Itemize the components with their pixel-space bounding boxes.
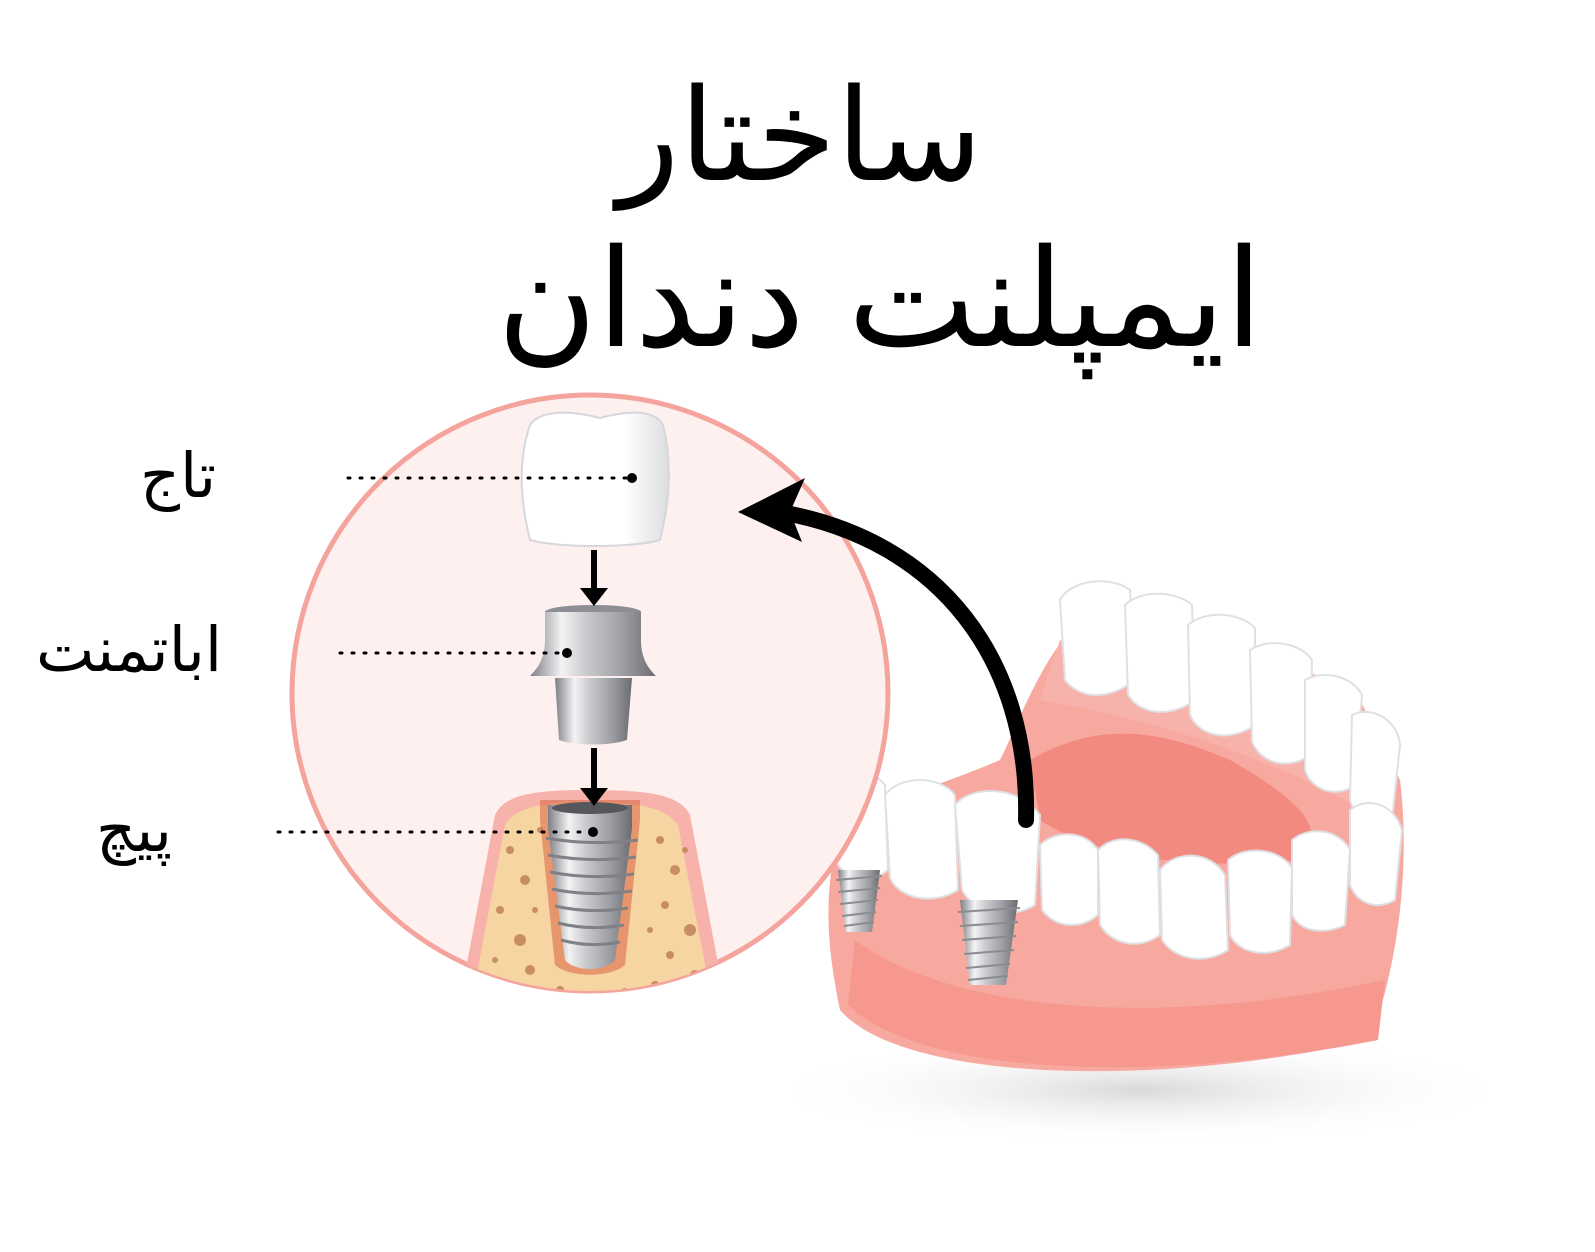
assembly-arrows xyxy=(580,550,608,806)
label-screw: پیچ xyxy=(96,793,172,866)
label-abutment: اباتمنت xyxy=(36,613,223,686)
zoom-circle xyxy=(276,392,891,994)
crown-icon xyxy=(520,411,670,547)
implant-screw-icon xyxy=(540,800,640,975)
abutment-icon xyxy=(530,605,656,745)
title-line-2: ایمپلنت دندان xyxy=(497,221,1263,379)
label-crown: تاج xyxy=(140,439,217,512)
curved-arrow-icon xyxy=(738,478,1035,828)
jaw-with-implants-icon xyxy=(760,580,1520,1145)
title-line-1: ساختار xyxy=(617,62,983,211)
leader-lines xyxy=(276,473,637,837)
